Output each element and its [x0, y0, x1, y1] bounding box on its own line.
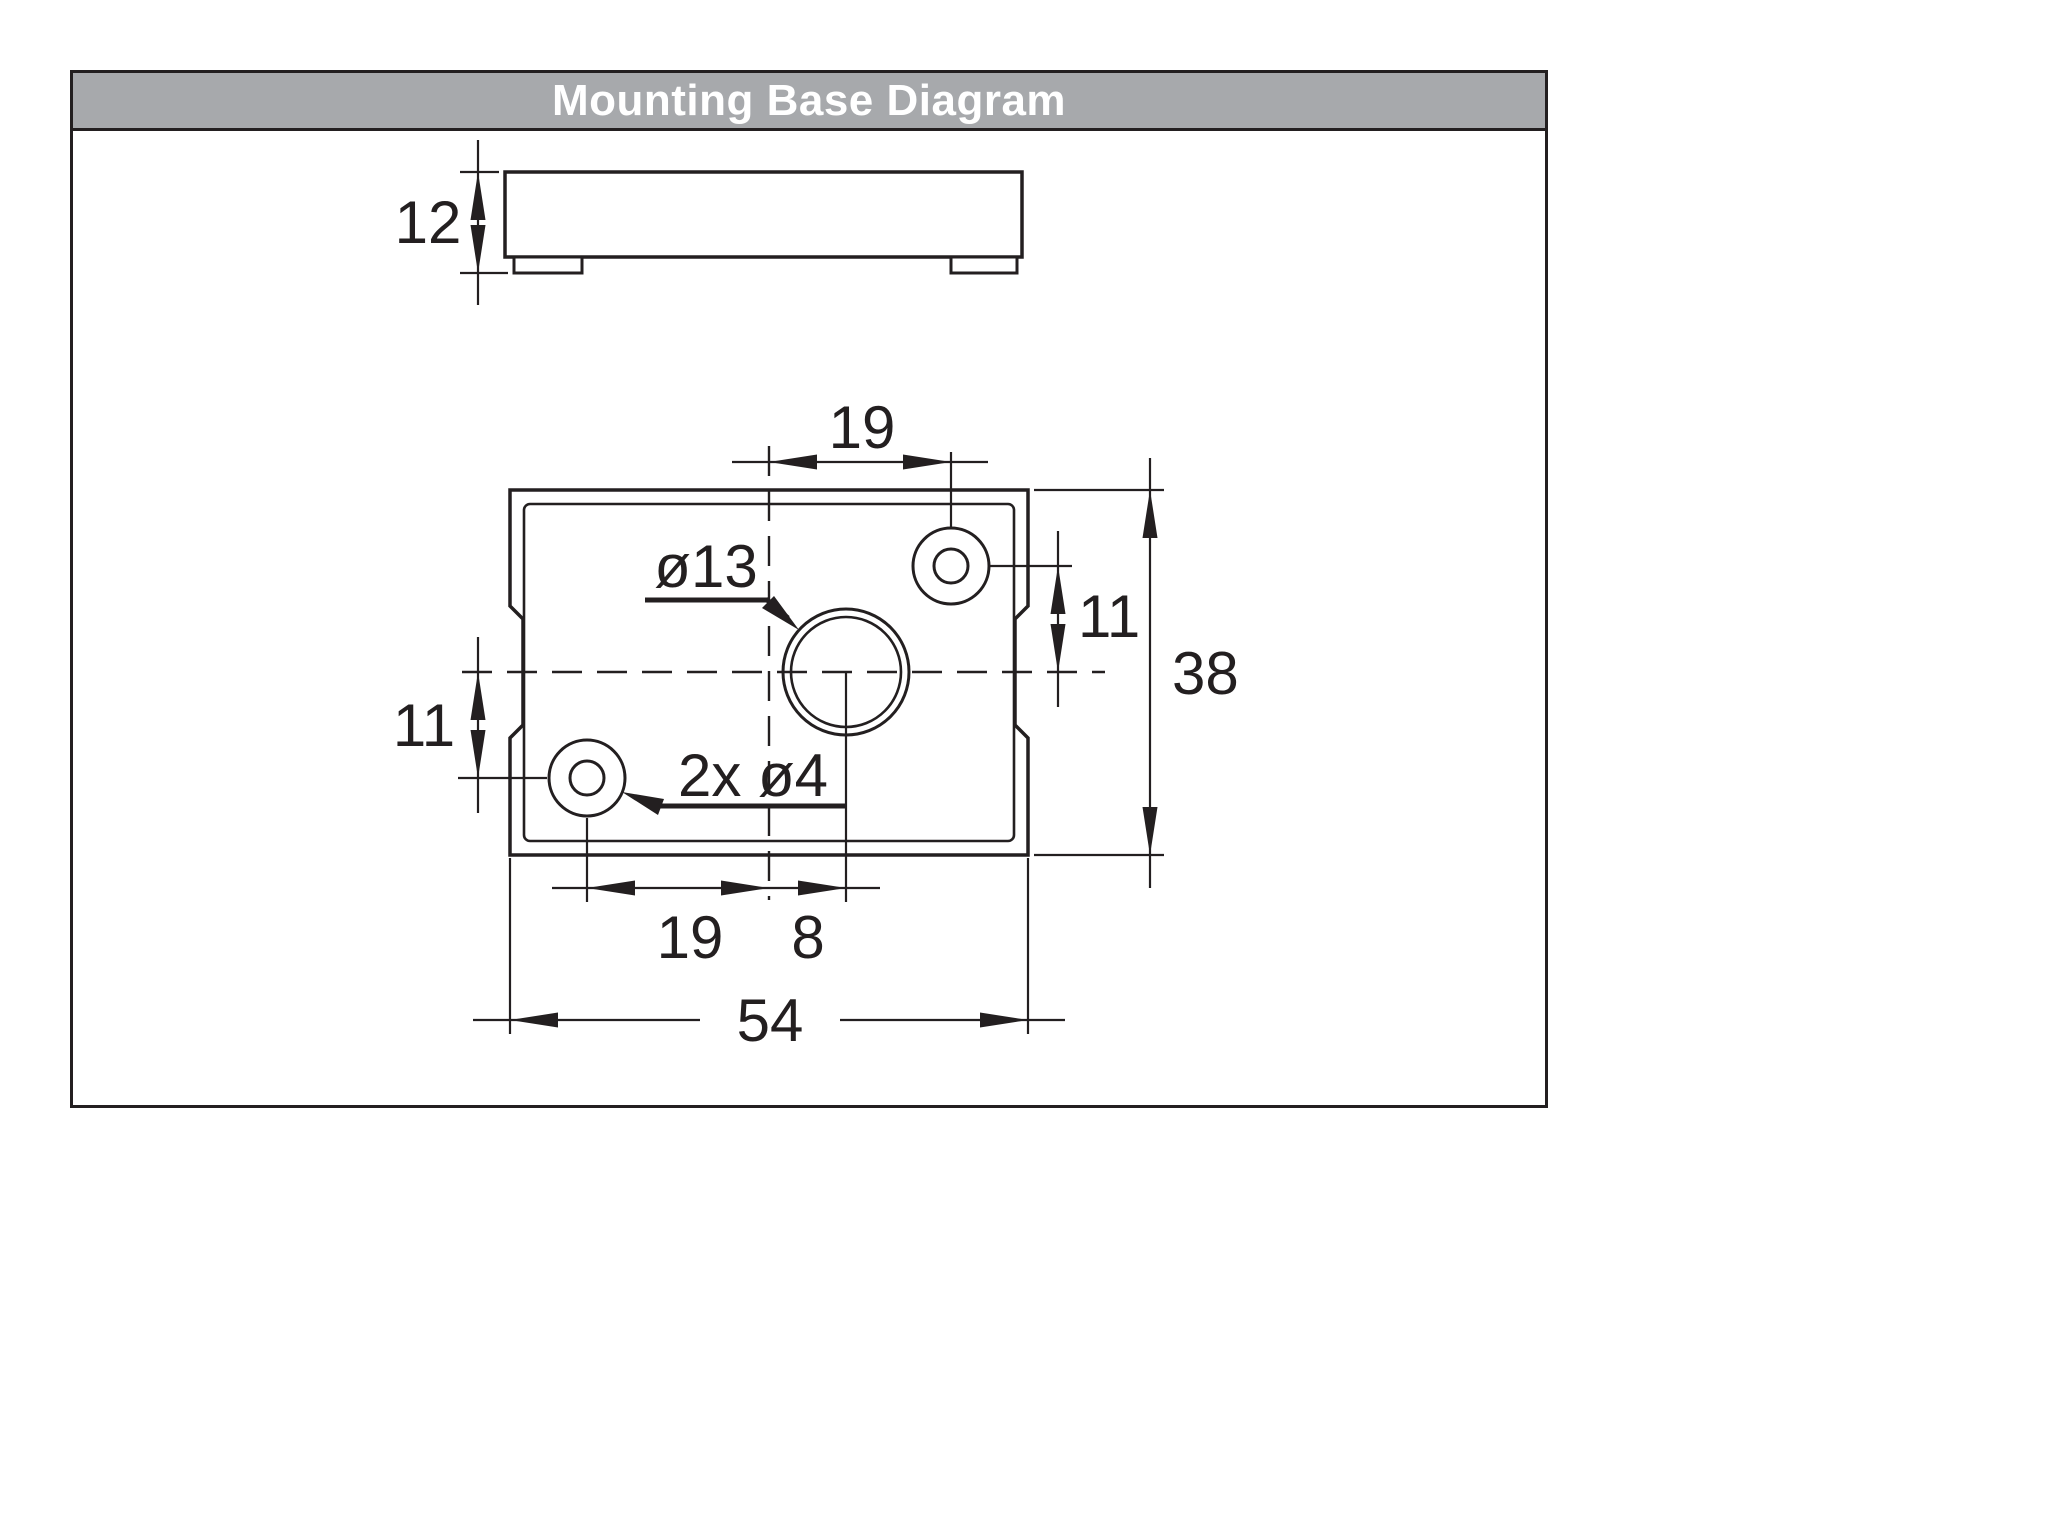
arrowhead-right: [903, 454, 951, 470]
dim-label-pitch-bottom: 19: [657, 904, 724, 971]
side-view-body: [503, 170, 1024, 259]
leader-arrowhead: [622, 792, 664, 815]
dim-offset-left: 11: [393, 637, 547, 813]
screw-hole-bottom-left-outer: [547, 738, 627, 818]
screw-hole-top-right-outer: [911, 526, 991, 606]
arrowhead-up: [1142, 490, 1158, 538]
screw-hole-bottom-left-inner: [568, 759, 606, 797]
dim-label-pitch-top: 19: [829, 394, 896, 461]
arrowhead-down: [1142, 807, 1158, 855]
arrowhead-right: [721, 880, 769, 896]
dim-label-depth: 38: [1172, 640, 1239, 707]
arrowhead-left: [769, 454, 817, 470]
leader-arrowhead: [762, 596, 799, 630]
dim-label-height: 12: [395, 189, 462, 256]
arrowhead-up: [470, 672, 486, 720]
dim-label-center-offset: 8: [791, 904, 824, 971]
arrowhead-down: [470, 730, 486, 778]
side-view-foot-right: [949, 255, 1019, 275]
label-screw-holes-diameter: 2x ø4: [678, 742, 828, 809]
arrowhead-down: [470, 225, 486, 273]
arrowhead-right: [798, 880, 846, 896]
arrowhead-down: [1050, 624, 1066, 672]
dim-height: 12: [395, 140, 508, 305]
top-view: 19 11 38: [393, 394, 1239, 1054]
arrowhead-up: [1050, 566, 1066, 614]
label-big-hole-diameter: ø13: [654, 533, 757, 600]
arrowhead-left: [510, 1012, 558, 1028]
side-view: 12: [395, 140, 1024, 305]
side-view-foot-left: [512, 255, 584, 275]
screw-hole-top-right-inner: [932, 547, 970, 585]
dim-offset-right: 11: [990, 531, 1140, 707]
dim-depth: 38: [1034, 458, 1239, 888]
label-screw-holes: 2x ø4: [622, 742, 846, 815]
dim-pitch-bottom: 19 8: [552, 672, 880, 971]
dim-width: 54: [473, 858, 1065, 1054]
dim-label-width: 54: [737, 987, 804, 1054]
dim-label-offset-right: 11: [1078, 583, 1140, 650]
arrowhead-right: [980, 1012, 1028, 1028]
arrowhead-up: [470, 172, 486, 220]
page-title: Mounting Base Diagram: [551, 75, 1067, 125]
title-bar: Mounting Base Diagram: [73, 73, 1545, 131]
label-big-hole: ø13: [645, 533, 799, 630]
dim-label-offset-left: 11: [393, 692, 455, 759]
dim-pitch-top: 19: [732, 394, 988, 527]
arrowhead-left: [587, 880, 635, 896]
